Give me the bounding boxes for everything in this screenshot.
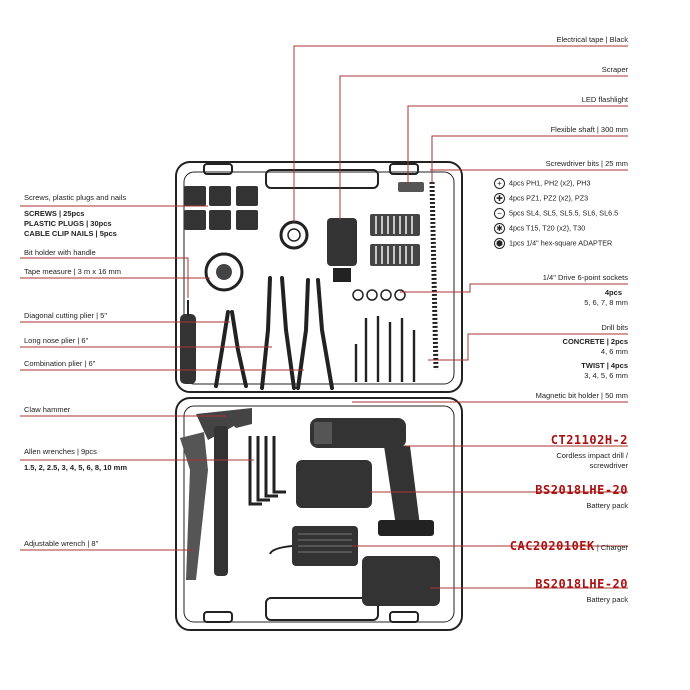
- diagonal-plier-label: Diagonal cutting plier | 5": [24, 311, 107, 320]
- case-bottom-outline: [175, 397, 463, 631]
- sockets-count: 4pcs: [604, 288, 622, 297]
- bit-row-sl: −5pcs SL4, SL5, SL5.5, SL6, SL6.5: [494, 208, 618, 219]
- charger-suffix: | Charger: [596, 543, 628, 552]
- bit-holder-label: Bit holder with handle: [24, 248, 96, 257]
- slotted-icon: −: [494, 208, 505, 219]
- case-handle: [265, 169, 379, 189]
- pozidriv-icon: ✚: [494, 193, 505, 204]
- sockets-sizes: 5, 6, 7, 8 mm: [584, 298, 628, 307]
- bit-row-ph: +4pcs PH1, PH2 (x2), PH3: [494, 178, 591, 189]
- sockets-label: 1/4" Drive 6-point sockets: [542, 273, 628, 282]
- flexible-shaft-label: Flexible shaft | 300 mm: [550, 125, 628, 134]
- allen-wrench-sizes: 1.5, 2, 2.5, 3, 4, 5, 6, 8, 10 mm: [24, 463, 127, 472]
- battery-desc-1: Battery pack: [586, 501, 628, 510]
- case-top-outline: [175, 161, 463, 393]
- charger-model: CAC202010EK: [509, 539, 595, 553]
- twist-bits-sizes: 3, 4, 5, 6 mm: [584, 371, 628, 380]
- nails-count: CABLE CLIP NAILS | 5pcs: [24, 229, 117, 238]
- screwdriver-bits-label: Screwdriver bits | 25 mm: [545, 159, 628, 168]
- drill-desc-2: screwdriver: [589, 461, 628, 470]
- magnetic-holder-label: Magnetic bit holder | 50 mm: [535, 391, 628, 400]
- bit-row-adapter: ⬢1pcs 1/4" hex-square ADAPTER: [494, 238, 613, 249]
- charger-label: CAC202010EK | Charger: [509, 539, 628, 554]
- screws-label: Screws, plastic plugs and nails: [24, 193, 127, 202]
- electrical-tape-label: Electrical tape | Black: [556, 35, 628, 44]
- bit-row-pz: ✚4pcs PZ1, PZ2 (x2), PZ3: [494, 193, 588, 204]
- long-nose-plier-label: Long nose plier | 6": [24, 336, 89, 345]
- drill-bits-label: Drill bits: [601, 323, 628, 332]
- led-flashlight-label: LED flashlight: [581, 95, 628, 104]
- twist-bits-label: TWIST | 4pcs: [581, 361, 628, 370]
- concrete-bits-sizes: 4, 6 mm: [600, 347, 628, 356]
- allen-wrench-label: Allen wrenches | 9pcs: [24, 447, 97, 456]
- screws-count: SCREWS | 25pcs: [24, 209, 85, 218]
- tape-measure-label: Tape measure | 3 m x 16 mm: [24, 267, 121, 276]
- phillips-icon: +: [494, 178, 505, 189]
- drill-desc-1: Cordless impact drill /: [556, 451, 628, 460]
- bit-row-torx: ✱4pcs T15, T20 (x2), T30: [494, 223, 585, 234]
- battery-model-1: BS2018LHE-20: [535, 483, 628, 497]
- drill-model: CT21102H-2: [550, 433, 628, 447]
- battery-model-2: BS2018LHE-20: [535, 577, 628, 591]
- combination-plier-label: Combination plier | 6": [24, 359, 96, 368]
- scraper-label: Scraper: [601, 65, 628, 74]
- adjustable-wrench-label: Adjustable wrench | 8": [24, 539, 99, 548]
- claw-hammer-label: Claw hammer: [24, 405, 71, 414]
- battery-desc-2: Battery pack: [586, 595, 628, 604]
- hex-adapter-icon: ⬢: [494, 238, 505, 249]
- torx-icon: ✱: [494, 223, 505, 234]
- leader-lines: [20, 45, 628, 589]
- plugs-count: PLASTIC PLUGS | 30pcs: [24, 219, 112, 228]
- concrete-bits-label: CONCRETE | 2pcs: [562, 337, 628, 346]
